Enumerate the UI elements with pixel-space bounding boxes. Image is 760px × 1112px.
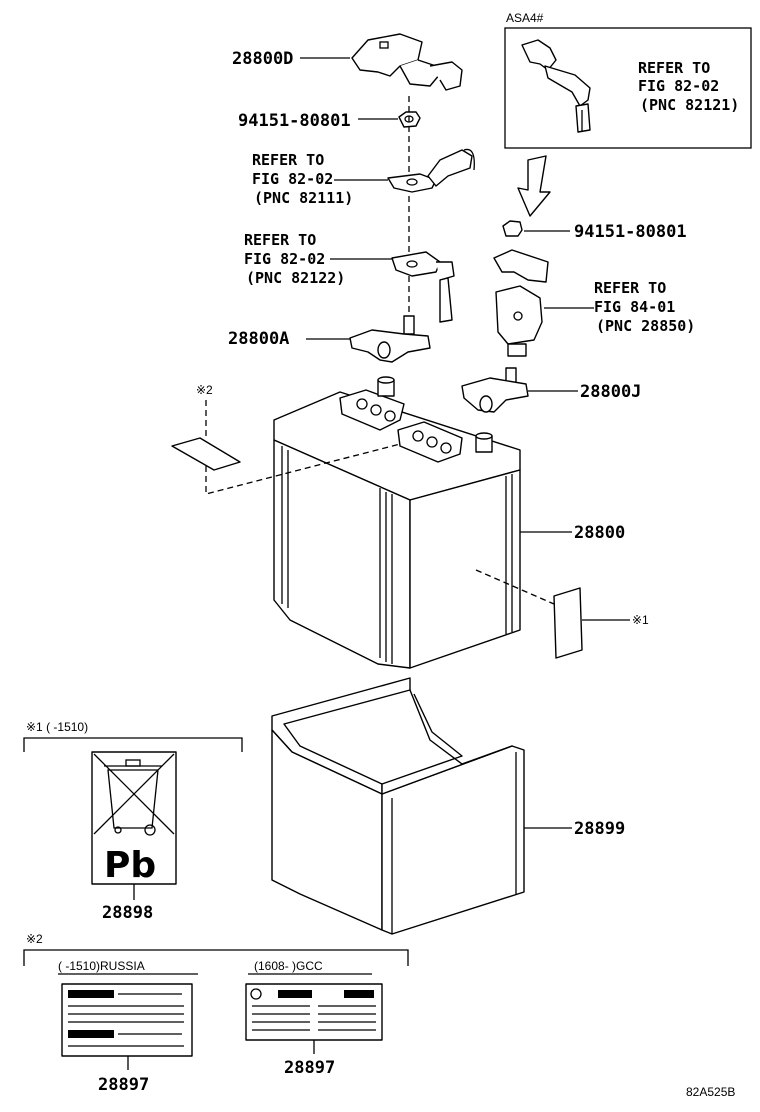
battery-28800 (273, 376, 521, 669)
label-panel-2: ※2 ( -1510)RUSSIA (1608- )GCC 28897 (23, 932, 409, 1095)
callout-28800D: 28800D (232, 49, 293, 69)
ref3-line3: (PNC 28850) (596, 317, 695, 335)
pb-symbol: Pb (104, 845, 156, 886)
label-sticker-2 (171, 437, 401, 495)
ref3-line1: REFER TO (594, 279, 666, 297)
callout-94151-top: 94151-80801 (238, 111, 351, 131)
warning-label-gcc (245, 983, 383, 1041)
panel2-left-caption: ( -1510)RUSSIA (58, 959, 145, 973)
callout-28800J: 28800J (580, 382, 641, 402)
battery-tray-28899 (271, 677, 525, 935)
ref1-line1: REFER TO (252, 151, 324, 169)
inset-ref-line3: (PNC 82121) (640, 96, 739, 114)
warning-label-russia (61, 983, 193, 1057)
panel1-heading: ※1 ( -1510) (26, 720, 88, 734)
callout-28897-left: 28897 (98, 1075, 149, 1095)
recycling-label-28898 (91, 751, 177, 885)
ref3-line2: FIG 84-01 (594, 298, 675, 316)
terminal-clamp-82122 (391, 251, 455, 323)
label-sticker-1 (475, 569, 583, 659)
label-panel-1: ※1 ( -1510) Pb 28898 (23, 720, 243, 923)
terminal-28800J (461, 367, 529, 413)
inset-asa4: ASA4# REFER TO FIG 82-02 (PNC 82121) (504, 11, 752, 217)
callout-28800A: 28800A (228, 329, 289, 349)
crossed-bin-icon (93, 753, 175, 836)
inset-frame (504, 27, 752, 149)
fuse-box-28850 (493, 249, 549, 357)
callout-28897-right: 28897 (284, 1058, 335, 1078)
callout-28898: 28898 (102, 903, 153, 923)
ref2-line2: FIG 82-02 (244, 250, 325, 268)
nut-right (502, 220, 523, 237)
inset-title: ASA4# (506, 11, 544, 25)
cable-clamp-82111 (387, 148, 475, 193)
callout-28899: 28899 (574, 819, 625, 839)
callout-94151-right: 94151-80801 (574, 222, 687, 242)
inset-ref-line1: REFER TO (638, 59, 710, 77)
figure-code: 82A525B (686, 1085, 735, 1099)
inset-arrow (517, 155, 551, 217)
panel2-right-caption: (1608- )GCC (254, 959, 323, 973)
ref1-line3: (PNC 82111) (254, 189, 353, 207)
note2-mark: ※2 (196, 383, 213, 397)
ref1-line2: FIG 82-02 (252, 170, 333, 188)
inset-terminal-cable (521, 39, 591, 133)
callout-28800: 28800 (574, 523, 625, 543)
terminal-cover-28800D (351, 33, 463, 91)
panel2-heading: ※2 (26, 932, 43, 946)
terminal-28800A (349, 315, 431, 363)
inset-ref-line2: FIG 82-02 (638, 77, 719, 95)
ref2-line1: REFER TO (244, 231, 316, 249)
note1-mark: ※1 (632, 613, 649, 627)
ref2-line3: (PNC 82122) (246, 269, 345, 287)
